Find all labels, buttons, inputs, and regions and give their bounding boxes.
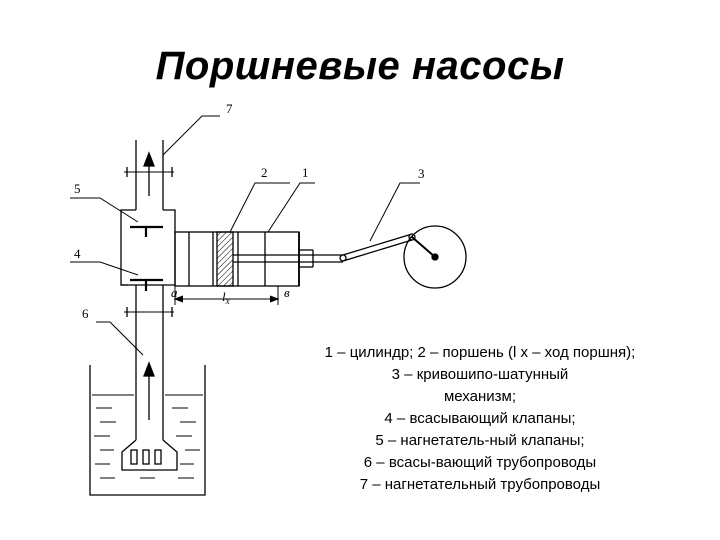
legend-line: 3 – кривошипо-шатунный (391, 366, 569, 383)
stroke-dimension (173, 286, 280, 305)
cylinder (174, 231, 300, 287)
legend-line: 4 – всасывающий клапаны; (384, 410, 576, 427)
piston-rod (233, 249, 343, 268)
valve-chamber (120, 225, 176, 291)
callout-3: 3 (418, 166, 425, 181)
callout-4: 4 (74, 246, 81, 261)
label-a: а (171, 285, 178, 300)
legend-line: 5 – нагнетатель-ный клапаны; (375, 432, 585, 449)
legend-line: 6 – всасы-вающий трубопроводы (363, 454, 597, 471)
callout-1: 1 (302, 165, 309, 180)
flow-arrow-up (143, 151, 155, 196)
stroke-letter: l (222, 289, 226, 304)
water-surface (92, 394, 203, 479)
label-v: в (284, 285, 290, 300)
callout-6: 6 (82, 306, 89, 321)
callout-2: 2 (261, 165, 268, 180)
label-stroke: lx (222, 289, 230, 306)
legend-line: 7 – нагнетательный трубопроводы (359, 476, 601, 493)
legend-line: механизм; (443, 388, 517, 405)
crank-mechanism (339, 225, 467, 289)
flow-arrow-up (143, 361, 155, 420)
legend: 1 – цилиндр; 2 – поршень (l x – ход порш… (280, 342, 680, 496)
callout-5: 5 (74, 181, 81, 196)
legend-line: 1 – цилиндр; 2 – поршень (l x – ход порш… (324, 344, 636, 361)
callout-7: 7 (226, 101, 233, 116)
water-tank (89, 365, 206, 496)
slide-title: Поршневые насосы (155, 44, 565, 88)
stroke-subscript: x (225, 296, 230, 306)
piston (216, 231, 234, 287)
leader-lines (70, 115, 420, 356)
suction-pipe (121, 285, 178, 471)
